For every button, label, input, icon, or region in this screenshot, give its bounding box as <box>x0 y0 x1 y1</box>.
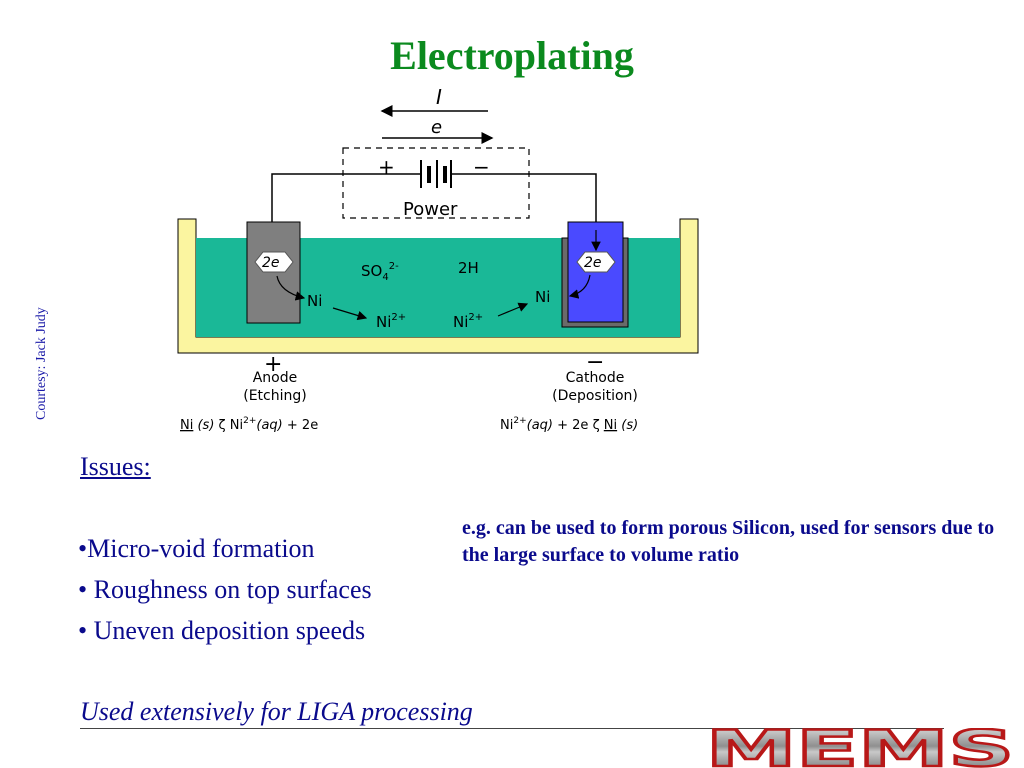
battery-icon <box>420 160 452 188</box>
current-label: I <box>436 85 442 109</box>
footer-divider <box>80 728 944 729</box>
issue-item: • Uneven deposition speeds <box>78 616 366 645</box>
anode-role: (Etching) <box>243 388 306 404</box>
svg-text:MEMS: MEMS <box>706 728 1014 768</box>
hydrogen-label: 2H <box>458 259 479 277</box>
cathode-reaction: Ni2+(aq) + 2e ζ Ni (s) <box>500 416 638 433</box>
cathode-sign: − <box>586 350 604 375</box>
mems-logo: MEMS <box>705 728 1016 768</box>
issue-item: •Micro-void formation <box>78 534 315 563</box>
power-plus-sign: + <box>378 155 395 179</box>
anode-reaction: Ni (s) ζ Ni2+(aq) + 2e <box>180 416 318 433</box>
cathode-wire <box>451 173 597 244</box>
issues-heading: Issues: <box>80 452 151 481</box>
cathode-role: (Deposition) <box>552 388 638 404</box>
liga-note: Used extensively for LIGA processing <box>80 697 473 726</box>
anode-wire <box>271 173 421 222</box>
slide-title: Electroplating <box>390 33 634 78</box>
power-label: Power <box>403 199 458 220</box>
anode-electron-curve-arrow <box>276 275 306 301</box>
anode-ni-ion-label: Ni2+ <box>376 312 406 331</box>
issue-item: • Roughness on top surfaces <box>78 575 372 604</box>
power-supply-box <box>342 147 530 219</box>
power-minus-sign: − <box>473 155 490 179</box>
sulfate-ion-label: SO42- <box>361 261 399 283</box>
anode-electron-badge: 2e <box>254 251 294 273</box>
anode-name: Anode <box>253 370 298 386</box>
anode-sign: + <box>264 352 282 377</box>
cathode-name: Cathode <box>566 370 625 386</box>
cathode-ni-label: Ni <box>535 288 550 306</box>
anode-ni-label: Ni <box>307 292 322 310</box>
anode-ion-arrow <box>332 307 368 321</box>
cathode-electron-curve-arrow <box>568 274 591 299</box>
cathode-ni-ion-label: Ni2+ <box>453 312 483 331</box>
cathode-electron-badge: 2e <box>576 251 616 273</box>
electron-label: e <box>431 117 442 138</box>
porous-silicon-note: e.g. can be used to form porous Silicon,… <box>462 517 995 566</box>
cathode-ion-arrow <box>497 302 529 317</box>
svg-text:2e: 2e <box>584 255 602 271</box>
svg-text:2e: 2e <box>262 255 280 271</box>
